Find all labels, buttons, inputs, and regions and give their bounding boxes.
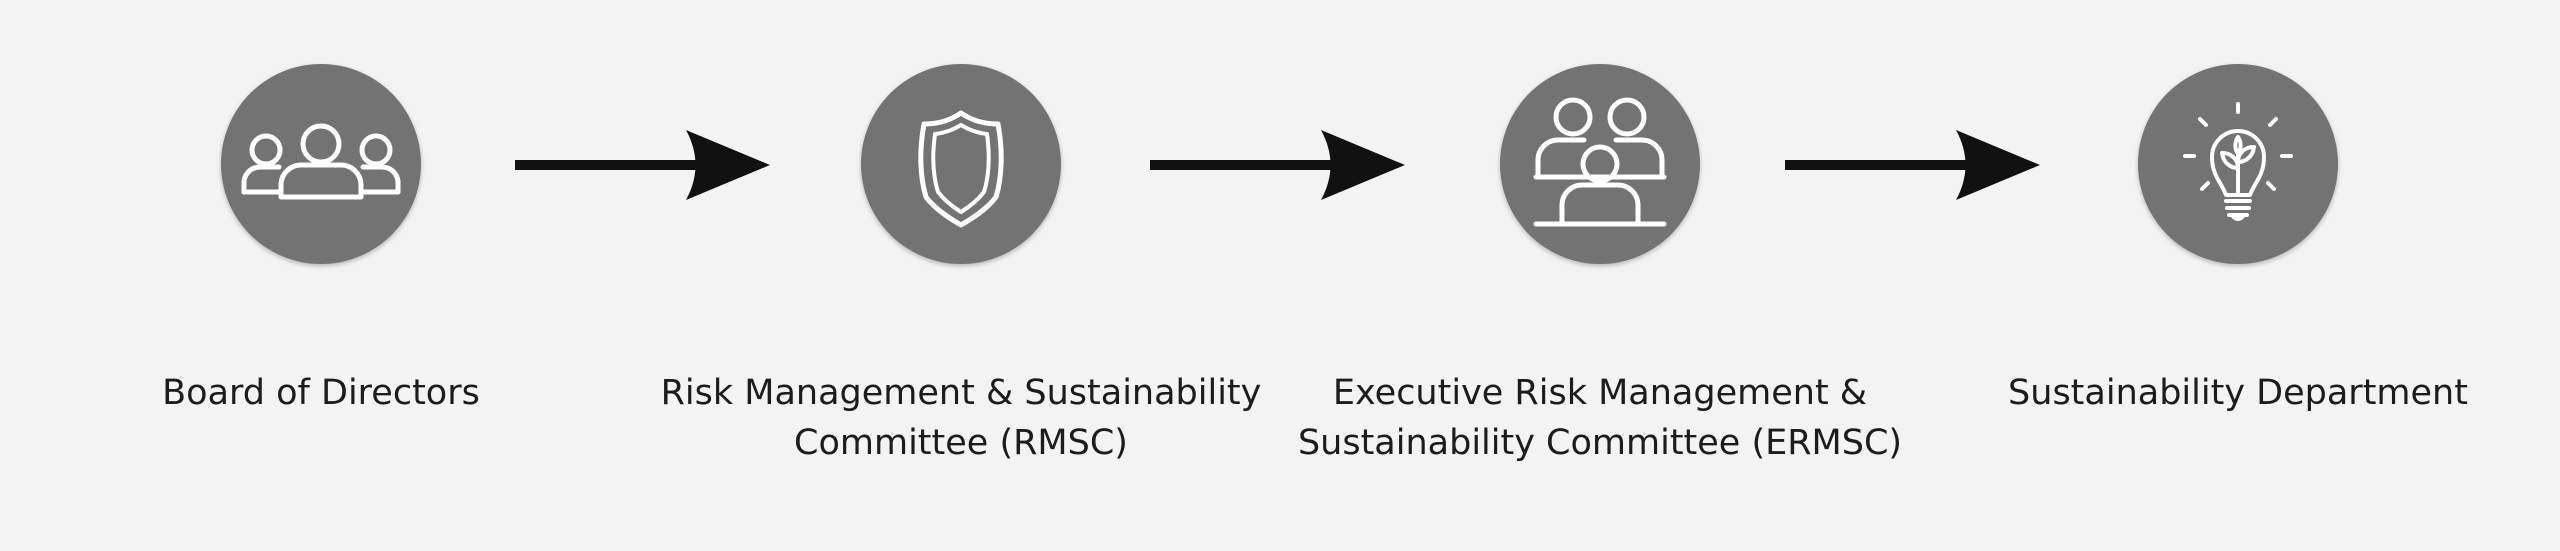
lightbulb-plant-icon bbox=[2183, 102, 2293, 221]
board-of-directors-label: Board of Directors bbox=[1, 368, 641, 418]
label-line: Board of Directors bbox=[162, 373, 480, 413]
ermsc-node bbox=[1500, 64, 1700, 264]
meeting-people-icon bbox=[1533, 97, 1667, 227]
flow-arrow bbox=[515, 130, 770, 200]
sustainability-department-label: Sustainability Department bbox=[1918, 368, 2558, 418]
flow-arrow bbox=[1150, 130, 1405, 200]
label-line: Sustainability Committee (ERMSC) bbox=[1297, 423, 1903, 463]
board-of-directors-node bbox=[221, 64, 421, 264]
rmsc-label: Risk Management & Sustainability Committ… bbox=[641, 368, 1281, 468]
label-line: Risk Management & Sustainability bbox=[660, 373, 1262, 413]
ermsc-label: Executive Risk Management & Sustainabili… bbox=[1280, 368, 1920, 468]
label-line: Executive Risk Management & bbox=[1332, 373, 1868, 413]
shield-icon bbox=[918, 110, 1004, 228]
sustainability-department-node bbox=[2138, 64, 2338, 264]
rmsc-node bbox=[861, 64, 1061, 264]
label-line: Committee (RMSC) bbox=[794, 423, 1128, 463]
group-people-icon bbox=[241, 123, 401, 200]
flow-arrow bbox=[1785, 130, 2040, 200]
label-line: Sustainability Department bbox=[2008, 373, 2468, 413]
